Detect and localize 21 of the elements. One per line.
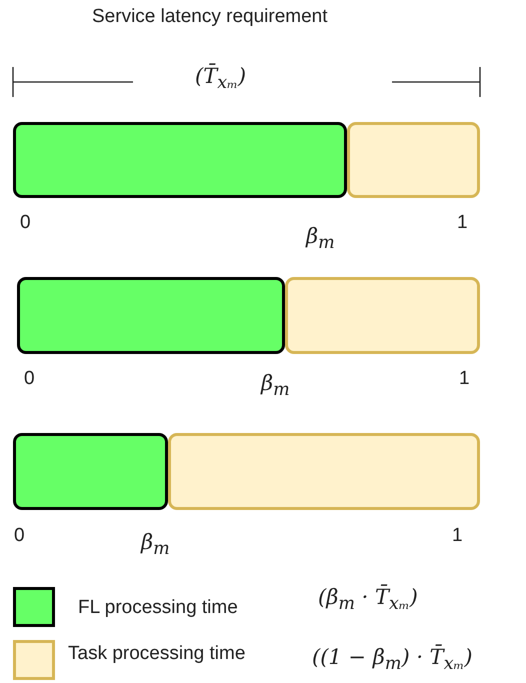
tick-label: β$_{m}$ xyxy=(141,530,170,560)
legend-label: FL processing time xyxy=(78,597,238,619)
dimension-label: (T̄$_{xₘ}$) xyxy=(195,64,246,94)
equation-label: (β$_{m}$ · T̄$_{xₘ}$) xyxy=(318,585,418,614)
tick-label: 0 xyxy=(14,525,25,547)
tick-label: 1 xyxy=(457,212,468,234)
fl-processing-bar xyxy=(17,277,285,354)
tick-label: 0 xyxy=(20,212,31,234)
task-processing-bar xyxy=(168,433,480,510)
tick-label: 1 xyxy=(459,368,470,390)
fl-processing-bar xyxy=(13,122,347,198)
legend-label: Task processing time xyxy=(68,643,246,665)
tick-label: β$_{m}$ xyxy=(306,224,335,254)
task-processing-bar xyxy=(285,277,480,354)
diagram-title: Service latency requirement xyxy=(92,6,328,28)
equation-label: ((1 − β$_{m}$) · T̄$_{xₘ}$) xyxy=(312,645,472,674)
tick-label: 0 xyxy=(24,368,35,390)
fl-processing-bar xyxy=(13,433,168,510)
task-processing-bar xyxy=(347,122,480,198)
tick-label: 1 xyxy=(452,525,463,547)
tick-label: β$_{m}$ xyxy=(261,371,290,400)
